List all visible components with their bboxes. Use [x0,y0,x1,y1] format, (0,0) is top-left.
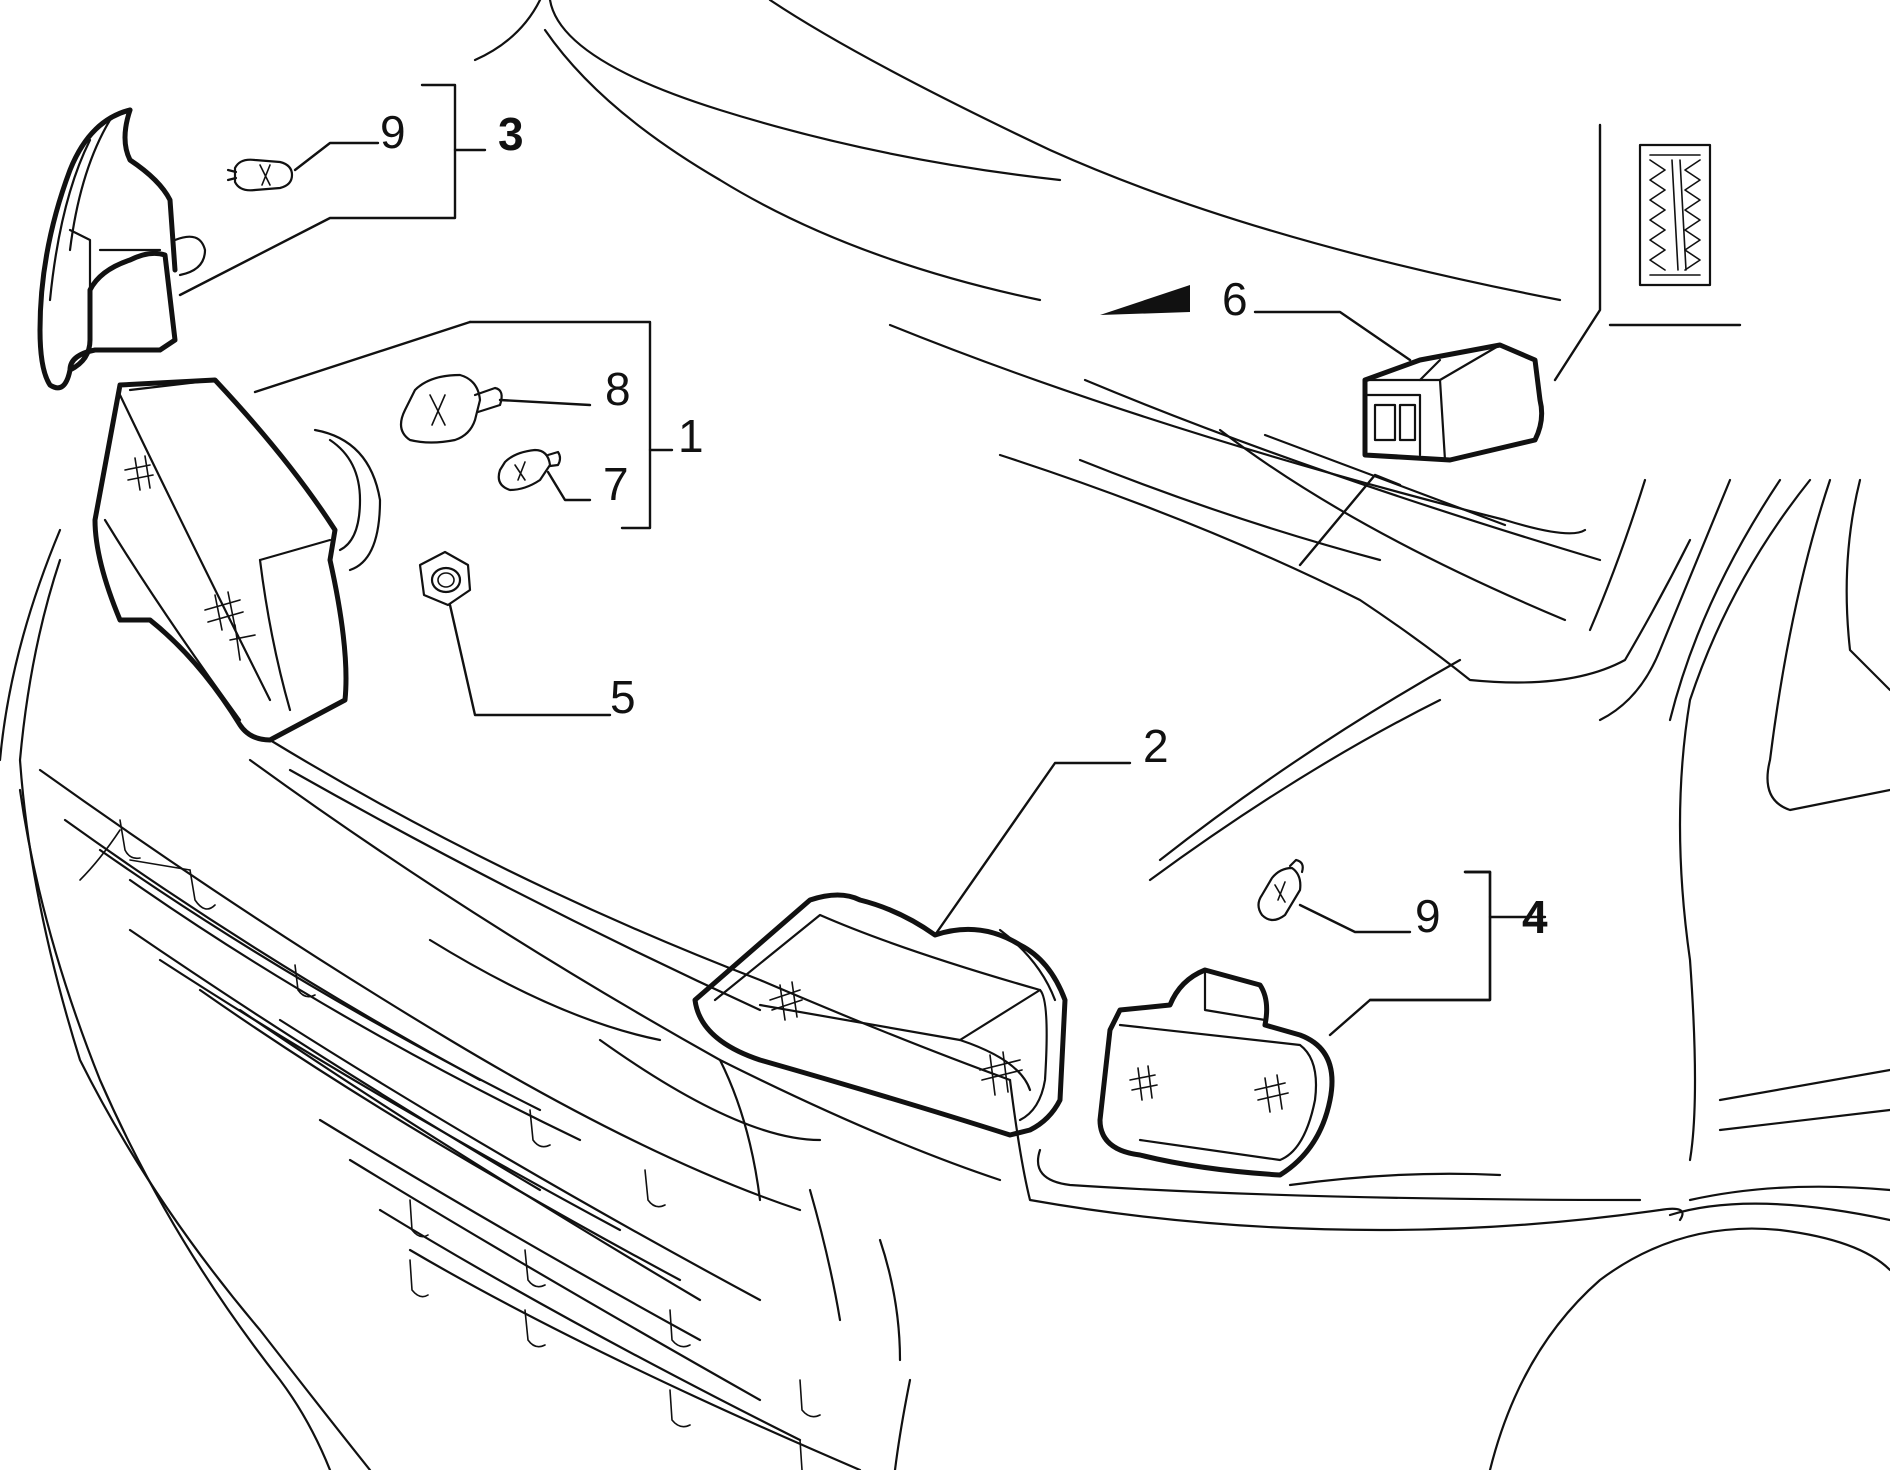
callout-7: 7 [603,458,629,510]
connector-6 [1362,342,1545,463]
bulb-8 [399,373,503,444]
callout-8: 8 [605,363,631,415]
bulb-9-top [226,158,294,192]
side-repeater-lamp-3 [37,107,207,391]
callout-5: 5 [610,671,636,723]
fuse-zigzag-icon [1638,143,1712,287]
side-marker-lamp-4 [1097,967,1335,1178]
leader-lines [178,83,1547,1037]
bulb-7 [497,448,562,492]
callout-4: 4 [1522,891,1548,943]
black-wedge-arrow-icon [1100,285,1190,315]
front-bumper [0,528,1012,1470]
callout-3: 3 [498,108,524,160]
bulb-9-right [1257,858,1304,922]
callout-1: 1 [678,410,704,462]
fog-lamp-2 [692,892,1068,1138]
fuse-leader-line [1553,123,1602,382]
callout-6: 6 [1222,273,1248,325]
hex-nut-5 [418,550,472,607]
car-body-outline [473,0,1890,1470]
callout-labels: 9 3 8 1 7 5 2 6 9 4 [380,106,1548,943]
callout-2: 2 [1143,720,1169,772]
headlamp-1 [92,377,382,743]
callout-9-top: 9 [380,106,406,158]
callout-9-right: 9 [1415,890,1441,942]
